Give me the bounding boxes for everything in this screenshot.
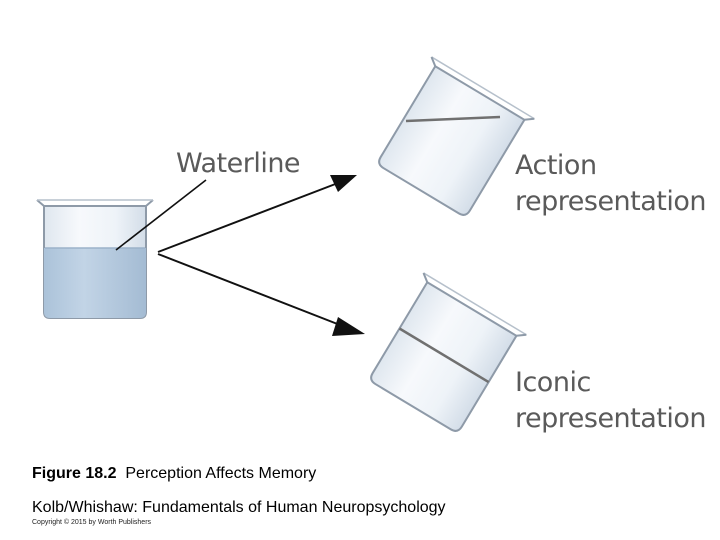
perception-memory-diagram xyxy=(36,56,535,432)
iconic-beaker xyxy=(370,272,527,432)
action-beaker xyxy=(378,56,535,216)
action-label-line1: Action xyxy=(515,150,597,181)
action-representation-label: Action representation xyxy=(515,148,707,220)
waterline-label-text: Waterline xyxy=(176,148,301,179)
book-source: Kolb/Whishaw: Fundamentals of Human Neur… xyxy=(32,499,446,516)
original-beaker xyxy=(36,199,154,319)
iconic-waterline xyxy=(398,327,490,384)
figure-number: Figure 18.2 xyxy=(32,465,117,482)
arrow-to-action xyxy=(157,175,357,253)
waterline-label: Waterline xyxy=(176,146,301,182)
action-waterline xyxy=(405,115,501,123)
iconic-representation-label: Iconic representation xyxy=(515,365,707,437)
iconic-label-line2: representation xyxy=(515,403,707,434)
iconic-label-line1: Iconic xyxy=(515,367,591,398)
copyright-notice: Copyright © 2015 by Worth Publishers xyxy=(32,519,152,526)
figure-caption: Figure 18.2 Perception Affects Memory xyxy=(32,465,316,483)
waterline-pointer xyxy=(115,179,207,251)
water-fill xyxy=(44,248,146,318)
figure-title: Perception Affects Memory xyxy=(125,465,317,482)
action-label-line2: representation xyxy=(515,186,707,217)
arrow-to-iconic xyxy=(157,253,365,336)
